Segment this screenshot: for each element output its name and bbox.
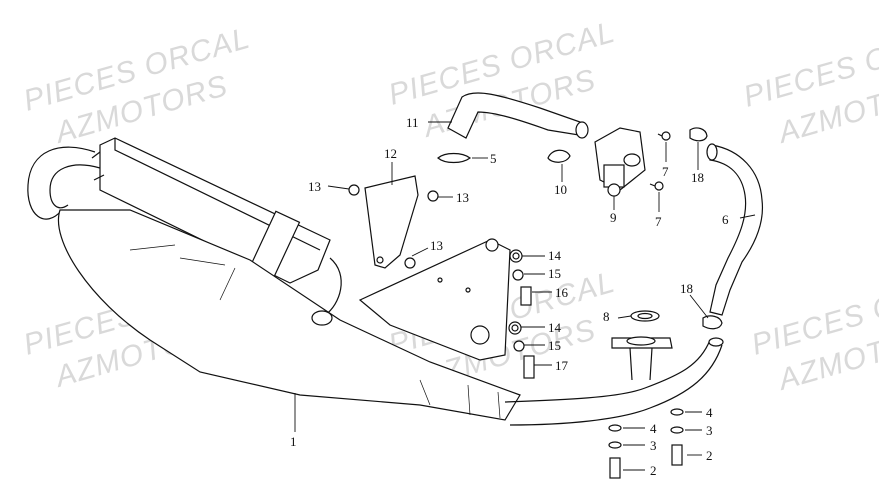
small-clip (437, 152, 472, 164)
gasket-ring (630, 310, 660, 322)
washer-14-bottom (508, 321, 522, 335)
hose-clip (547, 149, 571, 163)
callout-6: 6 (722, 212, 729, 227)
washer-14-top (509, 249, 523, 263)
callout-15-bottom: 15 (548, 338, 561, 353)
callout-18-top: 18 (691, 170, 704, 185)
callout-3-right: 3 (706, 423, 713, 438)
callout-8: 8 (603, 309, 610, 324)
nut-13-right (427, 190, 439, 202)
washer-15-bottom (513, 340, 525, 352)
callout-1: 1 (290, 434, 297, 449)
callout-14-top: 14 (548, 248, 562, 263)
washer-15-top (512, 269, 524, 281)
callout-2-left: 2 (650, 463, 657, 478)
callout-13-right: 13 (456, 190, 469, 205)
callout-13-left: 13 (308, 179, 321, 194)
bolt-7-bottom (649, 181, 664, 191)
washer-4-right (670, 408, 684, 416)
callout-12: 12 (384, 146, 397, 161)
leader-lines (294, 121, 756, 471)
nut-13-center (404, 257, 416, 269)
bolt-16 (520, 286, 532, 306)
callout-9: 9 (610, 210, 617, 225)
callout-11: 11 (406, 115, 419, 130)
air-valve (594, 127, 646, 197)
callout-2-right: 2 (706, 448, 713, 463)
clamp-18-bottom (702, 315, 723, 330)
callout-7-bottom: 7 (655, 214, 662, 229)
callout-3-left: 3 (650, 438, 657, 453)
callout-16: 16 (555, 285, 569, 300)
callout-labels: 1 2 2 3 3 4 4 5 6 7 7 8 9 10 11 12 13 13… (290, 115, 729, 478)
clamp-18-top (689, 127, 708, 142)
callout-14-bottom: 14 (548, 320, 562, 335)
callout-17: 17 (555, 358, 569, 373)
bracket-plate (364, 175, 419, 269)
callout-7-top: 7 (662, 164, 669, 179)
muffler-assembly (27, 137, 724, 426)
drain-hose (709, 144, 764, 316)
nut-13-left (348, 184, 360, 196)
washer-4-left (608, 424, 622, 432)
bolt-17 (523, 355, 535, 379)
bolt-2-right (671, 444, 683, 466)
air-hose (447, 92, 586, 139)
callout-15-top: 15 (548, 266, 561, 281)
callout-18-bottom: 18 (680, 281, 693, 296)
callout-4-right: 4 (706, 405, 713, 420)
bolt-2-left (609, 457, 621, 479)
callout-13-center: 13 (430, 238, 443, 253)
callout-4-left: 4 (650, 421, 657, 436)
callout-5: 5 (490, 151, 497, 166)
washer-3-left (608, 441, 622, 449)
bolt-7-top (657, 131, 671, 141)
washer-3-right (670, 426, 684, 434)
callout-10: 10 (554, 182, 567, 197)
